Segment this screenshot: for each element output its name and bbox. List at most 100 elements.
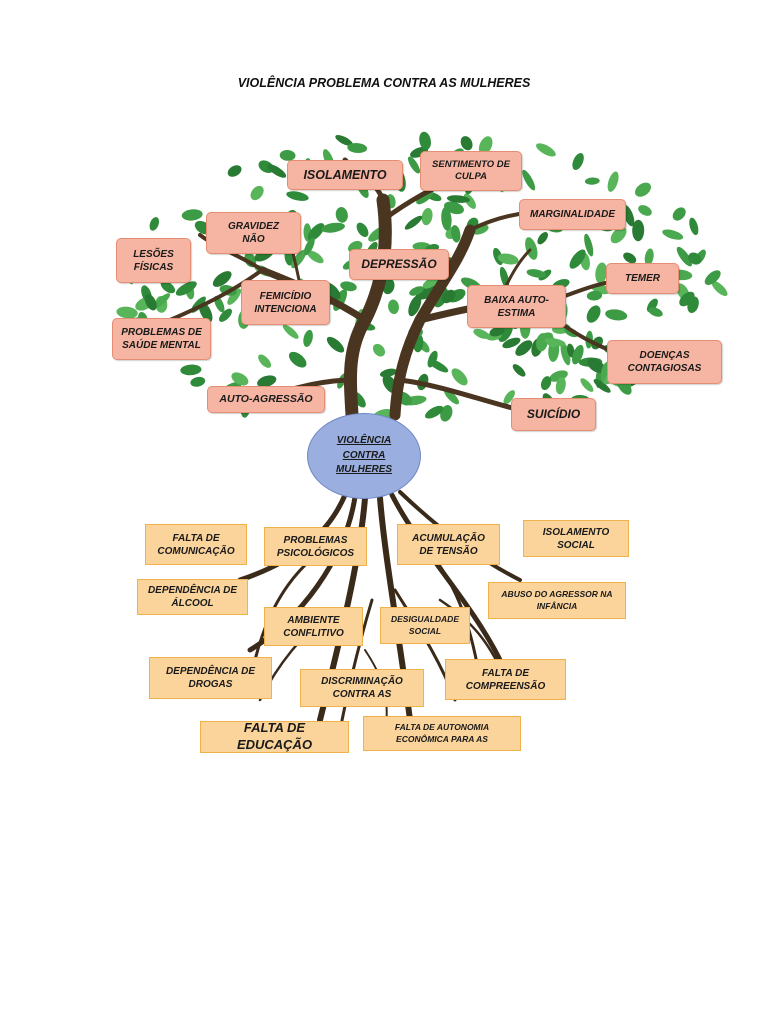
consequence-box: ISOLAMENTO <box>287 160 403 190</box>
leaf <box>152 293 171 309</box>
leaf <box>425 405 444 419</box>
leaf <box>212 271 232 287</box>
leaf <box>478 136 493 155</box>
leaf <box>525 237 538 260</box>
leaf <box>335 207 348 223</box>
leaf <box>638 205 652 216</box>
leaf <box>593 379 611 393</box>
leaf <box>258 354 272 368</box>
leaf <box>522 169 536 191</box>
leaf <box>409 286 424 296</box>
cause-box: PROBLEMAS PSICOLÓGICOS <box>264 527 367 566</box>
leaf <box>372 343 386 357</box>
leaf <box>286 191 309 201</box>
leaf <box>267 164 287 178</box>
leaf <box>347 143 368 153</box>
leaf <box>672 207 686 221</box>
leaf <box>687 296 699 314</box>
leaf <box>408 295 422 317</box>
leaf <box>149 217 160 231</box>
leaf <box>404 215 423 230</box>
leaf <box>427 350 438 368</box>
consequence-box: TEMER <box>606 263 679 294</box>
leaf <box>473 328 490 339</box>
leaf <box>288 351 307 368</box>
cause-box: AMBIENTE CONFLITIVO <box>264 607 363 646</box>
cause-box: ABUSO DO AGRESSOR NA INFÂNCIA <box>488 582 626 619</box>
leaf <box>544 338 566 347</box>
consequence-box: BAIXA AUTO- ESTIMA <box>467 285 566 328</box>
leaf <box>587 358 606 374</box>
leaf <box>711 280 728 297</box>
leaf <box>356 222 369 238</box>
leaf <box>326 336 345 353</box>
leaf <box>537 232 548 245</box>
leaf <box>450 225 461 243</box>
leaf <box>566 343 575 358</box>
cause-box: FALTA DE COMPREENSÃO <box>445 659 566 700</box>
cause-box: DISCRIMINAÇÃO CONTRA AS <box>300 669 424 707</box>
leaf <box>175 281 197 296</box>
consequence-box: PROBLEMAS DE SAÚDE MENTAL <box>112 318 211 360</box>
leaf <box>571 344 584 365</box>
consequence-box: DEPRESSÃO <box>349 249 449 280</box>
leaf <box>380 368 397 378</box>
leaf <box>569 249 586 269</box>
leaf <box>584 177 600 185</box>
leaf <box>227 165 242 177</box>
consequence-box: SENTIMENTO DE CULPA <box>420 151 522 191</box>
leaf <box>704 270 721 285</box>
leaf <box>512 364 526 377</box>
leaf <box>307 250 324 264</box>
leaf <box>605 309 628 321</box>
leaf <box>160 280 176 294</box>
cause-box: FALTA DE AUTONOMIA ECONÔMICA PARA AS <box>363 716 521 751</box>
leaf <box>689 217 699 236</box>
leaf <box>572 153 584 170</box>
leaf <box>443 388 460 405</box>
consequence-box: DOENÇAS CONTAGIOSAS <box>607 340 722 384</box>
leaf <box>662 229 684 240</box>
leaf <box>526 269 546 278</box>
leaf <box>497 253 519 265</box>
leaf <box>422 277 439 289</box>
leaf <box>515 340 533 356</box>
leaf <box>623 252 637 264</box>
leaf <box>180 364 202 376</box>
leaf <box>227 288 242 305</box>
leaf <box>257 375 277 388</box>
leaf <box>584 233 594 257</box>
leaf <box>219 308 232 322</box>
leaf <box>388 299 399 315</box>
leaf <box>382 278 395 295</box>
leaf <box>489 326 505 337</box>
leaf <box>644 248 654 266</box>
cause-box: FALTA DE COMUNICAÇÃO <box>145 524 247 565</box>
leaf <box>536 143 556 157</box>
cause-box: ACUMULAÇÃO DE TENSÃO <box>397 524 500 565</box>
cause-box: DESIGUALDADE SOCIAL <box>380 607 470 644</box>
diagram-title: VIOLÊNCIA PROBLEMA CONTRA AS MULHERES <box>237 76 531 90</box>
cause-box: ISOLAMENTO SOCIAL <box>523 520 629 557</box>
leaf <box>282 324 299 339</box>
leaf <box>340 281 357 292</box>
leaf <box>250 185 264 201</box>
leaf <box>460 136 473 151</box>
leaf <box>144 294 157 311</box>
leaf <box>190 376 206 387</box>
leaf <box>503 390 515 405</box>
cause-box: DEPENDÊNCIA DE DROGAS <box>149 657 272 699</box>
leaf <box>502 337 521 349</box>
consequence-box: AUTO-AGRESSÃO <box>207 386 325 413</box>
leaf <box>116 306 138 319</box>
consequence-box: GRAVIDEZ NÃO <box>206 212 301 254</box>
cause-box: DEPENDÊNCIA DE ÁLCOOL <box>137 579 248 615</box>
leaf <box>610 226 627 244</box>
leaf <box>279 149 296 161</box>
leaf <box>676 246 693 267</box>
leaf <box>321 222 345 233</box>
center-node: VIOLÊNCIA CONTRA MULHERES <box>307 413 421 499</box>
leaf <box>560 342 571 366</box>
cause-box: FALTA DE EDUCAÇÃO <box>200 720 349 753</box>
